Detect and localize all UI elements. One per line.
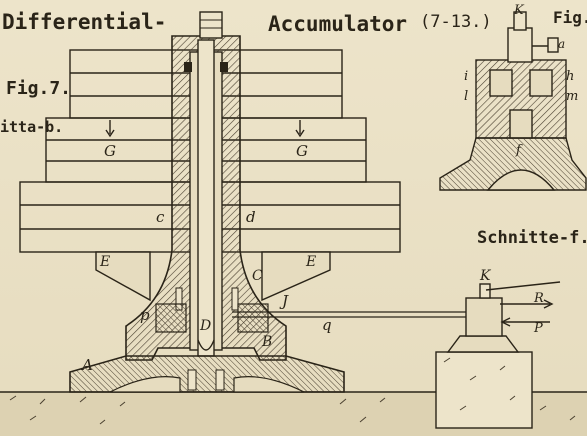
label-P: P: [533, 321, 543, 336]
bracket-supports: [95, 251, 331, 302]
label-p: p: [140, 306, 150, 324]
label-d: d: [246, 208, 256, 226]
part-labels: G G c d E E C p J q D B A K R P K a i h …: [80, 3, 578, 374]
label-f: f: [515, 143, 523, 158]
title-right: Accumulator: [268, 12, 408, 36]
valve-assembly: [435, 281, 561, 429]
label-K: K: [479, 268, 492, 284]
label-q: q: [322, 316, 332, 334]
label-R: R: [533, 291, 544, 306]
fig-left-label: Fig.7.: [6, 78, 72, 99]
label-c: c: [156, 208, 165, 226]
label-B: B: [261, 334, 272, 350]
label-J: J: [279, 292, 289, 310]
fig-right-label: Fig.9: [553, 8, 587, 27]
label-l: l: [464, 89, 468, 104]
label-i: i: [464, 69, 468, 84]
section-right-label: Schnitte-f.: [477, 228, 587, 248]
label-A: A: [80, 356, 93, 374]
label-a: a: [558, 37, 565, 51]
valve-section-detail: [439, 11, 587, 191]
label-m: m: [566, 89, 578, 104]
label-E-left: E: [99, 254, 110, 270]
title-ref: (7-13.): [420, 12, 492, 32]
label-C: C: [252, 268, 263, 284]
label-D: D: [199, 318, 211, 334]
label-G-right: G: [296, 142, 308, 160]
section-left-label: itta-b.: [0, 118, 64, 136]
label-G-left: G: [104, 142, 116, 160]
label-K-detail: K: [513, 3, 525, 18]
label-E-right: E: [305, 254, 316, 270]
accumulator-cylinder: [69, 11, 345, 393]
title-left: Differential-: [2, 10, 167, 34]
label-h: h: [566, 69, 574, 84]
pressure-pipe: [232, 311, 470, 318]
